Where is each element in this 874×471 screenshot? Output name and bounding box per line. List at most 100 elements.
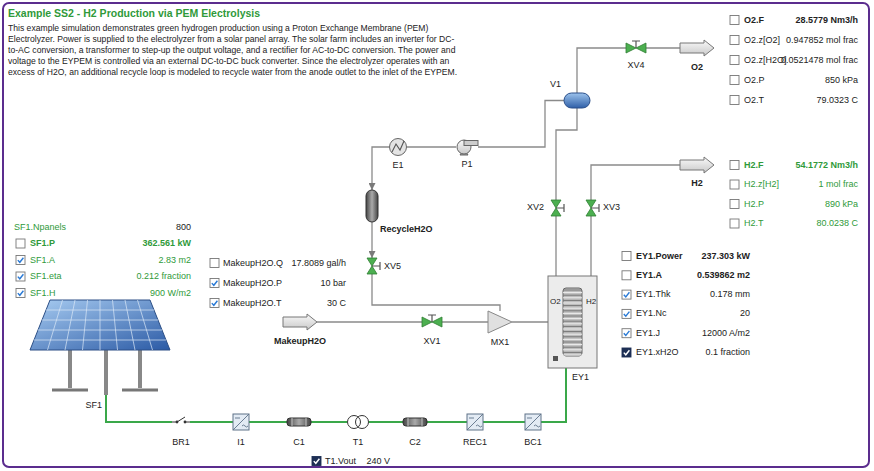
unit-icon [233,414,249,430]
property-name: SF1.H [30,288,56,299]
converter-symbol: REC1 [467,414,483,430]
checkbox [210,299,219,308]
process-stream [577,48,626,93]
unit-label: XV2 [527,202,544,213]
unit-icon [525,414,541,430]
unit-label: P1 [461,159,472,170]
checkbox [730,200,739,209]
property-value: 240 V [366,456,390,467]
property-value: 30 C [327,298,346,309]
cable-symbol: C2 [403,418,427,426]
property-value: 2.83 m2 [158,255,191,266]
converter-symbol: BC1 [525,414,541,430]
checkbox [210,259,219,268]
process-stream [371,222,372,258]
unit-label: E1 [392,160,403,171]
stream-port: MakeupH2O [283,314,317,330]
property-value: 0.947852 mol frac [786,35,858,46]
property-name: O2.z[H2O] [744,55,787,66]
unit-icon [366,190,378,222]
checkbox [16,256,25,265]
unit-label: I1 [237,437,245,448]
checkbox [622,329,631,338]
process-stream [407,146,456,147]
checkbox [730,161,739,170]
valve-icon: XV2 [548,200,564,216]
frame-border [3,3,869,467]
unit-icon [488,311,512,333]
property-name: MakeupH2O.T [223,298,282,309]
mixer-icon: MX1 [488,311,512,333]
property-name: T1.Vout [325,456,356,467]
power-wire [190,421,233,423]
process-stream [555,216,556,276]
unit-icon [30,300,170,395]
unit-label: H2 [691,178,703,189]
property-value: 0.178 mm [710,289,750,300]
property-value: 17.8089 gal/h [291,258,346,269]
pump-icon: P1 [456,139,478,155]
property-name: EY1.Thk [636,289,671,300]
power-wire [427,421,467,423]
process-stream [478,101,564,148]
unit-icon [564,93,590,108]
property-name: MakeupH2O.Q [223,258,283,269]
power-wire [106,395,172,422]
property-value: 890 kPa [825,199,858,210]
property-name: O2.P [744,75,765,86]
property-name: H2.z[H2] [744,179,779,190]
unit-icon [283,314,317,330]
property-name: H2.T [744,218,764,229]
unit-label: XV3 [603,202,620,213]
unit-icon [389,138,407,156]
property-value: 0.539862 m2 [697,270,750,281]
unit-label: REC1 [463,437,487,448]
property-value: 20 [740,308,750,319]
converter-symbol: I1 [233,414,249,430]
unit-icon [680,157,714,173]
property-value: 362.561 kW [142,238,191,249]
property-name: EY1.A [636,270,662,281]
breaker-symbol: BR1 [172,417,190,427]
process-stream [372,274,500,311]
stream-port: O2 [680,40,714,56]
checkbox [730,16,739,25]
checkbox [622,290,631,299]
process-stream [646,47,680,48]
property-value: 12000 A/m2 [702,328,750,339]
unit-label: XV1 [423,336,440,347]
unit-label: BC1 [524,437,542,448]
property-name: EY1.J [636,328,660,339]
checkbox [312,457,321,466]
process-stream [590,216,591,276]
unit-icon [626,40,646,56]
port-label: H2 [586,296,596,307]
property-value: 0.1 fraction [705,347,750,358]
unit-icon [680,40,714,56]
property-name: SF1.P [30,238,55,249]
unit-label: C2 [409,437,421,448]
power-wire [369,421,403,423]
unit-icon [403,418,427,426]
unit-label: O2 [691,62,703,73]
unit-icon [172,417,190,427]
checkbox [16,272,25,281]
property-value: 0.212 fraction [136,271,191,282]
property-value: 10 bar [320,278,346,289]
property-name: SF1.eta [30,271,62,282]
property-value: 79.0323 C [816,95,858,106]
checkbox [622,252,631,261]
checkbox [730,219,739,228]
power-wire [311,421,347,423]
property-name: MakeupH2O.P [223,278,282,289]
transformer-symbol: T1 [347,414,369,430]
valve-icon: XV4 [626,40,646,56]
unit-icon [347,414,369,430]
recycle-port: RecycleH2O [366,190,378,222]
process-stream [317,321,422,322]
property-name: SF1.Npanels [14,222,66,233]
property-value: 850 kPa [825,75,858,86]
checkbox [730,180,739,189]
cable-symbol: C1 [287,418,311,426]
unit-label: T1 [353,437,364,448]
